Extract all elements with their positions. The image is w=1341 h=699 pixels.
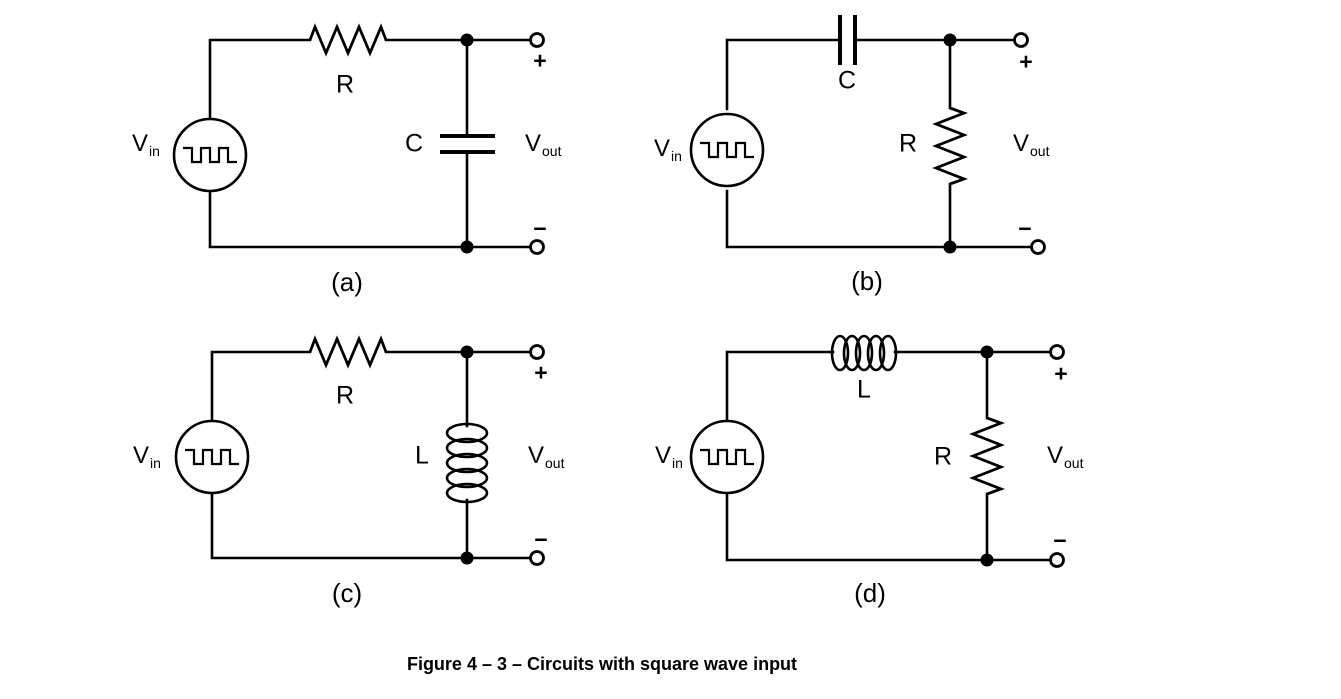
square-wave-icon <box>183 146 237 164</box>
square-wave-source <box>174 419 250 495</box>
circuit-diagram-b <box>689 15 1046 255</box>
node-dot <box>943 33 957 47</box>
vout-label: Vout <box>1047 442 1084 471</box>
square-wave-source <box>172 117 248 193</box>
shunt-component-label: R <box>898 129 918 158</box>
vin-label: Vin <box>654 135 682 164</box>
output-terminal-negative <box>529 550 545 566</box>
output-terminal-positive <box>529 32 545 48</box>
series-component-label: R <box>335 381 355 410</box>
resistor-symbol <box>932 106 968 186</box>
square-wave-icon <box>700 141 754 159</box>
polarity-plus: + <box>533 47 547 74</box>
wires <box>725 350 1053 562</box>
wires <box>725 38 1034 249</box>
wires <box>208 38 533 249</box>
vout-label: Vout <box>528 442 565 471</box>
node-dot <box>980 553 994 567</box>
inductor-symbol <box>830 334 898 372</box>
circuit-panel-d: Vin L R Vout + − (d) <box>640 320 1140 620</box>
node-dot <box>460 551 474 565</box>
node-dot <box>943 240 957 254</box>
capacitor-symbol <box>838 15 857 65</box>
output-terminal-positive <box>529 344 545 360</box>
series-component-label: L <box>857 375 871 404</box>
polarity-plus: + <box>1019 48 1033 75</box>
vin-label: Vin <box>132 130 160 159</box>
circuit-panel-c: Vin R L Vout + − (c) <box>120 320 620 620</box>
resistor-symbol <box>969 416 1005 496</box>
vin-label: Vin <box>655 442 683 471</box>
output-terminal-negative <box>1030 239 1046 255</box>
square-wave-source <box>689 112 765 188</box>
node-dot <box>460 33 474 47</box>
figure-caption: Figure 4 – 3 – Circuits with square wave… <box>406 654 798 674</box>
vout-label: Vout <box>525 130 562 159</box>
circuit-panel-a: Vin R C Vout + − (a) <box>120 10 620 310</box>
polarity-minus: − <box>1018 215 1032 242</box>
wires <box>210 350 533 560</box>
polarity-plus: + <box>534 359 548 386</box>
node-dot <box>460 345 474 359</box>
resistor-symbol <box>308 335 388 369</box>
circuit-diagram-d <box>689 334 1065 568</box>
output-terminal-positive <box>1013 32 1029 48</box>
output-terminal-negative <box>1049 552 1065 568</box>
vout-label: Vout <box>1013 130 1050 159</box>
square-wave-source <box>689 419 765 495</box>
circuit-diagram-c <box>174 335 545 566</box>
inductor-symbol <box>445 422 489 504</box>
polarity-minus: − <box>534 526 548 553</box>
shunt-component-label: R <box>933 442 953 471</box>
polarity-minus: − <box>1053 527 1067 554</box>
vin-label: Vin <box>133 442 161 471</box>
series-component-label: C <box>837 66 857 95</box>
capacitor-symbol <box>440 134 495 154</box>
circuit-diagram-a <box>172 23 545 255</box>
polarity-plus: + <box>1054 360 1068 387</box>
output-terminal-negative <box>529 239 545 255</box>
resistor-symbol <box>308 23 388 57</box>
node-dot <box>980 345 994 359</box>
circuit-panel-b: Vin C R Vout + − (b) <box>640 10 1120 310</box>
panel-letter-c: (c) <box>331 578 363 608</box>
panel-letter-d: (d) <box>854 578 886 608</box>
node-dot <box>460 240 474 254</box>
square-wave-icon <box>185 448 239 466</box>
output-terminal-positive <box>1049 344 1065 360</box>
square-wave-icon <box>700 448 754 466</box>
shunt-component-label: C <box>404 129 424 158</box>
panel-letter-b: (b) <box>851 266 883 296</box>
polarity-minus: − <box>533 215 547 242</box>
series-component-label: R <box>335 70 355 99</box>
panel-letter-a: (a) <box>331 267 363 297</box>
shunt-component-label: L <box>415 441 429 470</box>
